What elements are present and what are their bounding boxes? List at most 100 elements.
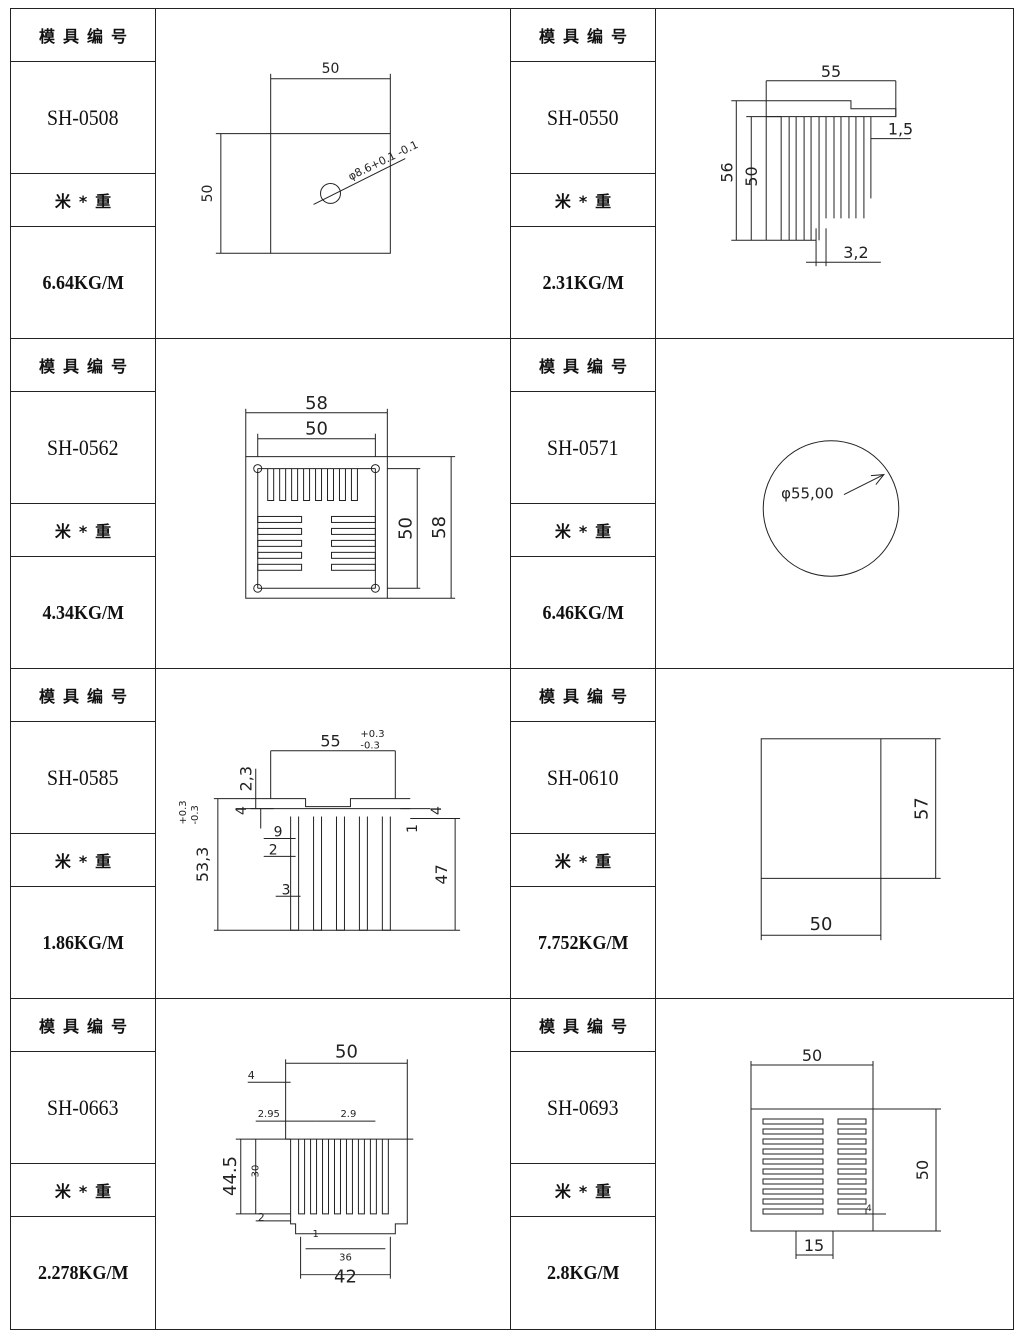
weight-value: 4.34KG/M — [42, 601, 124, 624]
weight-header: 米*重 — [554, 1182, 620, 1201]
weight-header: 米*重 — [54, 192, 120, 211]
weight-value: 6.46KG/M — [542, 601, 624, 624]
sh-0693-drawing: 50 50 4 15 — [750, 1046, 941, 1259]
sh-0562-drawing: 58 50 50 58 — [245, 393, 456, 599]
profile-drawing: 57 50 — [656, 669, 1013, 998]
label-column: 模具编号 SH-0508 米*重 6.64KG/M — [11, 9, 156, 338]
mold-code: SH-0562 — [47, 434, 119, 460]
weight-header: 米*重 — [554, 852, 620, 871]
dim-base-width: 42 — [334, 1267, 357, 1288]
spec-entry-sh-0571: 模具编号 SH-0571 米*重 6.46KG/M φ55,00 — [511, 339, 1013, 668]
profile-drawing: 50 50 4 15 — [656, 999, 1013, 1329]
dim-fin-3: 3 — [282, 882, 291, 898]
spec-row: 模具编号 SH-0562 米*重 4.34KG/M — [11, 339, 1013, 669]
dim-fin-1: 1 — [405, 824, 421, 833]
label-column: 模具编号 SH-0550 米*重 2.31KG/M — [511, 9, 656, 338]
weight-header: 米*重 — [54, 1182, 120, 1201]
mold-number-header: 模具编号 — [538, 1017, 635, 1036]
dim-fin-height: 30 — [251, 1165, 262, 1178]
label-column: 模具编号 SH-0571 米*重 6.46KG/M — [511, 339, 656, 668]
dim-inner-height: 50 — [395, 517, 416, 540]
sh-0508-drawing: 50 50 φ8.6+0.1 -0.1 — [200, 61, 420, 254]
spec-entry-sh-0610: 模具编号 SH-0610 米*重 7.752KG/M 57 50 — [511, 669, 1013, 998]
spec-sheet: 模具编号 SH-0508 米*重 6.64KG/M 50 — [10, 8, 1014, 1330]
weight-value: 7.752KG/M — [537, 931, 629, 954]
dim-width: 55 — [821, 62, 841, 81]
mold-number-header: 模具编号 — [538, 687, 635, 706]
dim-inner-base: 36 — [339, 1253, 352, 1264]
dim-outer-width: 58 — [305, 393, 328, 414]
weight-header: 米*重 — [54, 522, 120, 541]
profile-drawing: 50 4 2.95 2.9 44.5 30 2 1 36 42 — [156, 999, 510, 1329]
sh-0585-drawing: 55 +0.3 -0.3 2,3 4 4 9 2 1 3 53,3 +0.3 -… — [178, 729, 461, 931]
mold-code: SH-0508 — [47, 104, 119, 130]
mold-number-header: 模具编号 — [38, 27, 135, 46]
mold-code: SH-0610 — [547, 764, 619, 790]
label-column: 模具编号 SH-0663 米*重 2.278KG/M — [11, 999, 156, 1329]
mold-code: SH-0550 — [547, 104, 619, 130]
sh-0571-drawing: φ55,00 — [762, 440, 900, 577]
spec-row: 模具编号 SH-0663 米*重 2.278KG/M — [11, 999, 1013, 1329]
label-column: 模具编号 SH-0610 米*重 7.752KG/M — [511, 669, 656, 998]
dim-foot: 2 — [258, 1211, 265, 1224]
dim-fin-gap: 3,2 — [843, 243, 868, 262]
label-column: 模具编号 SH-0585 米*重 1.86KG/M — [11, 669, 156, 998]
dim-height-fin: 50 — [742, 166, 761, 186]
profile-drawing: 50 50 φ8.6+0.1 -0.1 — [156, 9, 510, 338]
dim-fin-thick: 1 — [313, 1229, 319, 1240]
label-column: 模具编号 SH-0693 米*重 2.8KG/M — [511, 999, 656, 1329]
dim-height: 50 — [913, 1160, 932, 1180]
dim-fin-height: 47 — [432, 864, 451, 884]
dim-width-tol-dn: -0.3 — [360, 741, 379, 752]
dim-width: 50 — [802, 1046, 822, 1065]
weight-header: 米*重 — [554, 522, 620, 541]
dim-fin-pitch: 9 — [274, 824, 283, 840]
weight-value: 1.86KG/M — [42, 931, 124, 954]
dim-slot-width: 15 — [804, 1236, 824, 1255]
spec-entry-sh-0663: 模具编号 SH-0663 米*重 2.278KG/M — [11, 999, 511, 1329]
dim-outer-height: 58 — [429, 516, 450, 539]
dim-diameter: φ55,00 — [781, 485, 834, 503]
dim-height-tol-dn: -0.3 — [190, 805, 201, 824]
dim-fin-thickness: 1,5 — [888, 120, 913, 139]
mold-code: SH-0693 — [547, 1094, 619, 1120]
dim-fin-pitch-a: 2.95 — [258, 1109, 280, 1120]
sh-0550-drawing: 55 56 50 1,5 3,2 — [717, 62, 913, 267]
dim-fin-2: 2 — [269, 842, 278, 858]
sh-0610-drawing: 57 50 — [760, 738, 941, 941]
dim-hole: φ8.6+0.1 -0.1 — [346, 138, 420, 183]
dim-width: 50 — [335, 1041, 358, 1062]
profile-drawing: φ55,00 — [656, 339, 1013, 668]
weight-header: 米*重 — [554, 192, 620, 211]
mold-number-header: 模具编号 — [38, 1017, 135, 1036]
dim-width: 50 — [810, 914, 833, 935]
weight-value: 2.278KG/M — [37, 1261, 129, 1284]
dim-base: 4 — [248, 1069, 255, 1082]
dim-height: 57 — [912, 797, 933, 820]
dim-height: 50 — [200, 185, 216, 203]
label-column: 模具编号 SH-0562 米*重 4.34KG/M — [11, 339, 156, 668]
dim-width: 55 — [320, 732, 340, 751]
weight-header: 米*重 — [54, 852, 120, 871]
spec-row: 模具编号 SH-0508 米*重 6.64KG/M 50 — [11, 9, 1013, 339]
spec-row: 模具编号 SH-0585 米*重 1.86KG/M — [11, 669, 1013, 999]
dim-gap: 4 — [866, 1204, 872, 1214]
dim-width-tol-up: +0.3 — [360, 729, 384, 740]
profile-drawing: 55 56 50 1,5 3,2 — [656, 9, 1013, 338]
spec-entry-sh-0508: 模具编号 SH-0508 米*重 6.64KG/M 50 — [11, 9, 511, 338]
dim-step-right: 4 — [429, 806, 445, 815]
dim-height: 53,3 — [193, 847, 212, 883]
sh-0663-drawing: 50 4 2.95 2.9 44.5 30 2 1 36 42 — [220, 1041, 414, 1288]
mold-number-header: 模具编号 — [538, 27, 635, 46]
dim-height-tol-up: +0.3 — [178, 800, 189, 824]
mold-number-header: 模具编号 — [38, 687, 135, 706]
dim-fin-pitch-b: 2.9 — [340, 1109, 356, 1120]
dim-width: 50 — [322, 61, 340, 77]
profile-drawing: 58 50 50 58 — [156, 339, 510, 668]
dim-base-thick: 2,3 — [237, 766, 256, 791]
weight-value: 6.64KG/M — [42, 271, 124, 294]
dim-height-total: 56 — [717, 162, 736, 182]
dim-inner-width: 50 — [305, 419, 328, 440]
profile-drawing: 55 +0.3 -0.3 2,3 4 4 9 2 1 3 53,3 +0.3 -… — [156, 669, 510, 998]
mold-code: SH-0663 — [47, 1094, 119, 1120]
